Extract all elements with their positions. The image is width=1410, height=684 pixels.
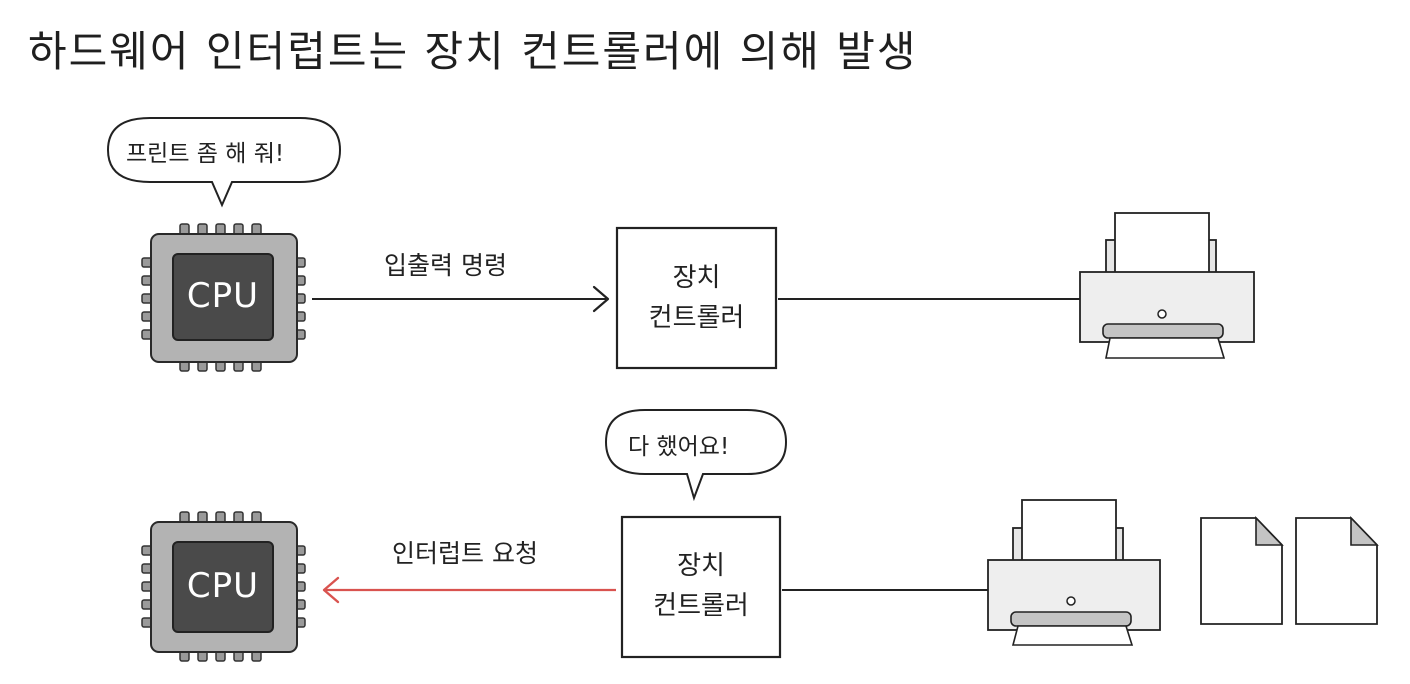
controller-label-line1: 장치 [672, 263, 721, 293]
page-title: 하드웨어 인터럽트는 장치 컨트롤러에 의해 발생 [28, 27, 918, 76]
document-icon [1295, 516, 1379, 625]
printer-icon [987, 499, 1161, 646]
device-controller-box [620, 515, 782, 659]
interrupt-request-label: 인터럽트 요청 [392, 539, 538, 568]
document-icon [1200, 516, 1284, 625]
printer-icon [1079, 212, 1255, 359]
done-bubble-text: 다 했어요! [628, 434, 730, 460]
speech-bubble-icon [106, 117, 342, 208]
speech-bubble-icon [604, 409, 788, 502]
device-controller-box [615, 226, 778, 370]
arrow-icon [312, 285, 610, 313]
io-command-label: 입출력 명령 [384, 251, 507, 280]
print-request-bubble-text: 프린트 좀 해 줘! [126, 141, 285, 167]
controller-label-line1: 장치 [677, 551, 725, 581]
controller-label-line2: 컨트롤러 [648, 303, 745, 333]
controller-label-line2: 컨트롤러 [653, 591, 749, 621]
cpu-label: CPU [186, 276, 260, 316]
interrupt-arrow-icon [322, 576, 616, 604]
cpu-label: CPU [186, 566, 260, 606]
cpu-chip-icon [141, 511, 306, 662]
cpu-chip-icon [141, 223, 306, 372]
